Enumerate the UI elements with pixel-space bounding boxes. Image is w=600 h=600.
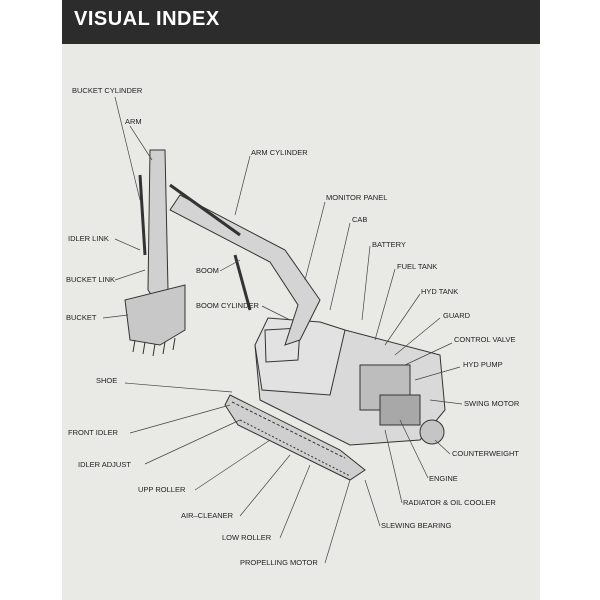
arm-shape (147, 149, 169, 301)
label-bucket-link: BUCKET LINK (66, 275, 116, 284)
label-guard: GUARD (443, 311, 471, 320)
arm-cylinder-shape (169, 183, 241, 237)
label-air-cleaner: AIR–CLEANER (181, 511, 234, 520)
bucket-teeth (132, 337, 176, 357)
page-margin (540, 0, 600, 600)
label-arm: ARM (125, 117, 142, 126)
label-slewing-bearing: SLEWING BEARING (381, 521, 452, 530)
track-lower (239, 419, 351, 477)
boom-shape (169, 194, 321, 346)
label-boom-cylinder: BOOM CYLINDER (196, 301, 259, 310)
label-hyd-tank: HYD TANK (421, 287, 459, 296)
label-low-roller: LOW ROLLER (222, 533, 272, 542)
bucket-shape (124, 284, 186, 346)
label-arm-cylinder: ARM CYLINDER (251, 148, 308, 157)
bucket-cylinder-shape (138, 174, 147, 256)
label-shoe: SHOE (96, 376, 118, 385)
label-bucket-cylinder: BUCKET CYLINDER (72, 86, 143, 95)
label-bucket: BUCKET (66, 313, 97, 322)
label-upp-roller: UPP ROLLER (138, 485, 186, 494)
label-swing-motor: SWING MOTOR (464, 399, 520, 408)
header-bar (62, 0, 540, 44)
boom-cylinder-shape (233, 254, 252, 311)
page-title: VISUAL INDEX (74, 8, 220, 30)
label-propelling-motor: PROPELLING MOTOR (240, 558, 318, 567)
label-boom: BOOM (196, 266, 219, 275)
label-hyd-pump: HYD PUMP (463, 360, 503, 369)
label-counterweight: COUNTERWEIGHT (452, 449, 519, 458)
counterweight-shape (419, 419, 445, 445)
label-battery: BATTERY (372, 240, 406, 249)
label-cab: CAB (352, 215, 368, 224)
label-control-valve: CONTROL VALVE (454, 335, 516, 344)
label-radiator-oil-cooler: RADIATOR & OIL COOLER (403, 498, 496, 507)
label-idler-adjust: IDLER ADJUST (78, 460, 131, 469)
label-monitor-panel: MONITOR PANEL (326, 193, 388, 202)
label-engine: ENGINE (429, 474, 458, 483)
label-idler-link: IDLER LINK (68, 234, 109, 243)
label-front-idler: FRONT IDLER (68, 428, 118, 437)
cab-outline (254, 317, 346, 396)
track-links (231, 401, 346, 459)
cab-window (264, 327, 301, 363)
label-fuel-tank: FUEL TANK (397, 262, 438, 271)
